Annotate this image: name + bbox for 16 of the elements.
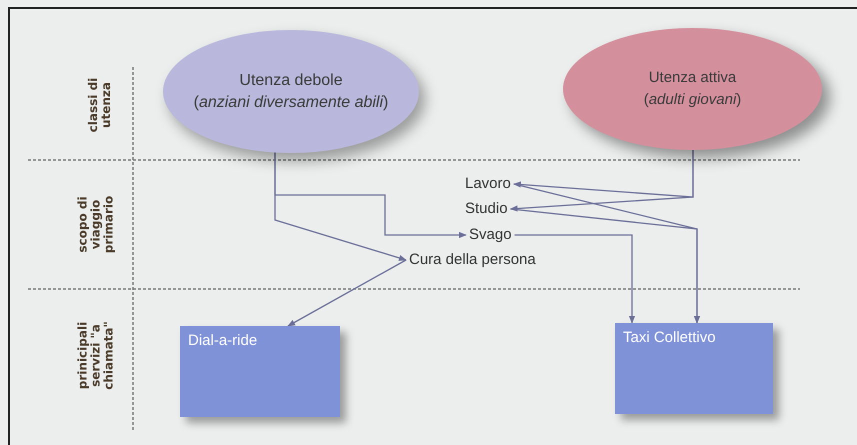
row-header: prinicipali servizi "a chiamata": [76, 320, 116, 392]
row-header: classi di utenza: [87, 76, 113, 134]
purpose-label: Lavoro: [462, 175, 514, 193]
connector-arrow: [510, 208, 700, 324]
purpose-label: Cura della persona: [406, 251, 539, 269]
connector-arrow: [274, 152, 407, 261]
ellipse-node: Utenza debole (anziani diversamente abili): [163, 30, 419, 153]
connector-arrow: [514, 234, 636, 324]
row-header: scopo di viaggio primario: [76, 194, 116, 256]
ellipse-node: Utenza attiva (adulti giovani): [563, 28, 822, 150]
purpose-label: Studio: [462, 200, 511, 218]
service-box: Taxi Collettivo: [615, 323, 773, 414]
purpose-label: Svago: [466, 226, 515, 244]
connector-arrow: [287, 259, 406, 327]
service-box: Dial-a-ride: [180, 326, 340, 417]
connector-arrow: [510, 150, 694, 212]
